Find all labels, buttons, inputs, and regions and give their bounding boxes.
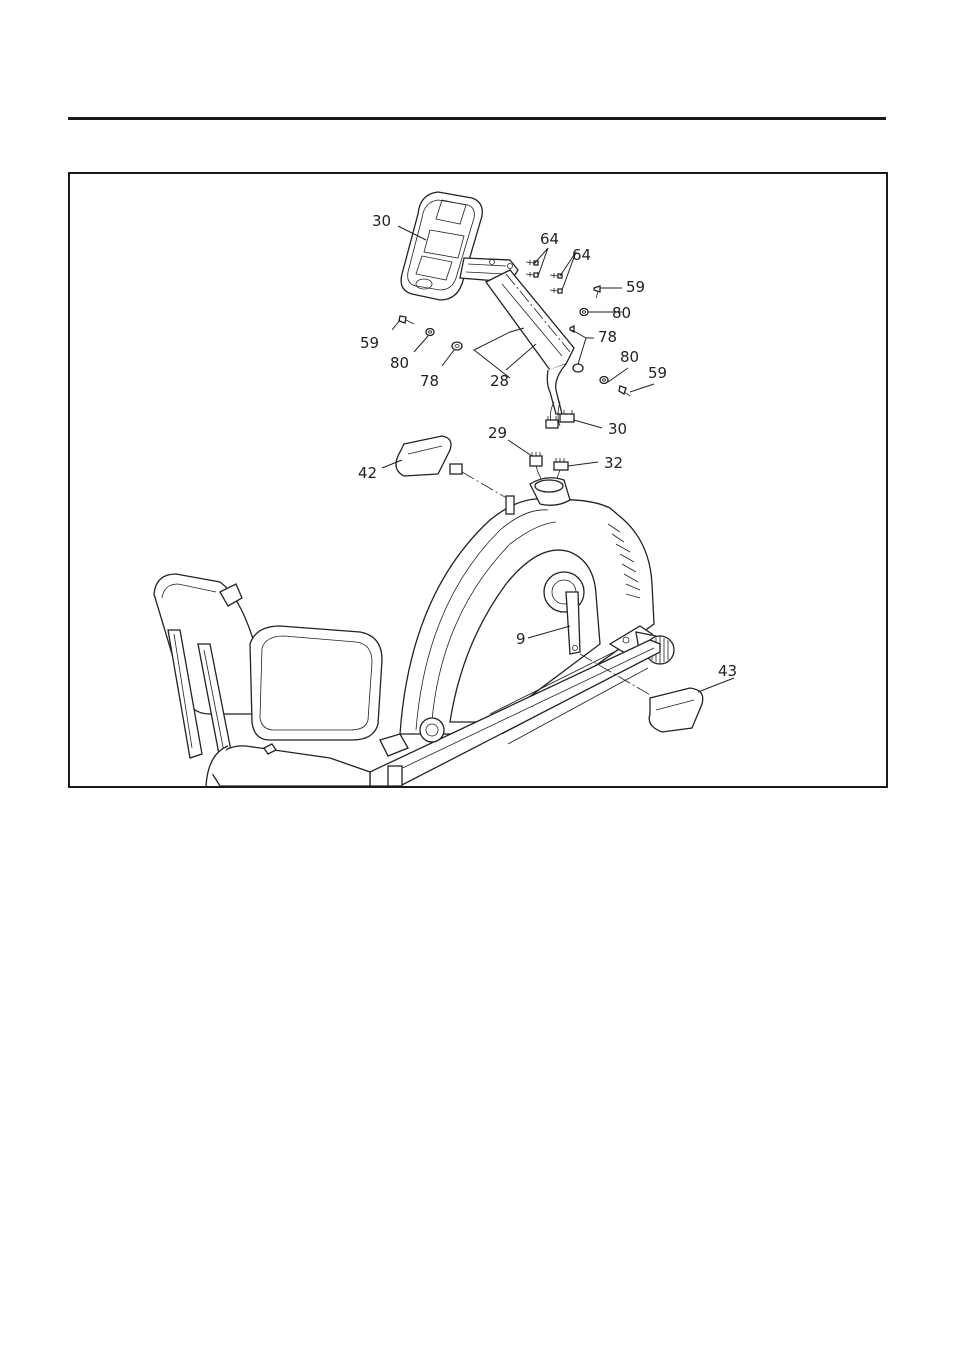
seat-assembly [154, 574, 444, 786]
callout-64-a: 64 [540, 230, 559, 248]
callout-28-mast: 28 [490, 372, 509, 390]
header-rule [68, 117, 886, 120]
callout-30-console: 30 [372, 212, 391, 230]
callout-30-wire: 30 [608, 420, 627, 438]
callout-43-pedal: 43 [718, 662, 737, 680]
callout-32: 32 [604, 454, 623, 472]
pedal-42 [396, 436, 514, 514]
callout-59-left: 59 [360, 334, 379, 352]
callout-64-b: 64 [572, 246, 591, 264]
callout-29: 29 [488, 424, 507, 442]
screws-64 [526, 260, 562, 293]
callout-78-right: 78 [598, 328, 617, 346]
callout-80-right-bottom: 80 [620, 348, 639, 366]
callout-78-left: 78 [420, 372, 439, 390]
assembly-diagram-frame: 30 64 64 59 80 78 59 80 78 28 80 59 30 2… [68, 172, 888, 788]
callout-80-right-top: 80 [612, 304, 631, 322]
callout-9-crank: 9 [516, 630, 526, 648]
callout-42-pedal: 42 [358, 464, 377, 482]
callout-59-right-bottom: 59 [648, 364, 667, 382]
callout-80-left: 80 [390, 354, 409, 372]
callout-59-right-top: 59 [626, 278, 645, 296]
assembly-diagram: 30 64 64 59 80 78 59 80 78 28 80 59 30 2… [70, 174, 886, 786]
hardware-left [399, 316, 462, 350]
